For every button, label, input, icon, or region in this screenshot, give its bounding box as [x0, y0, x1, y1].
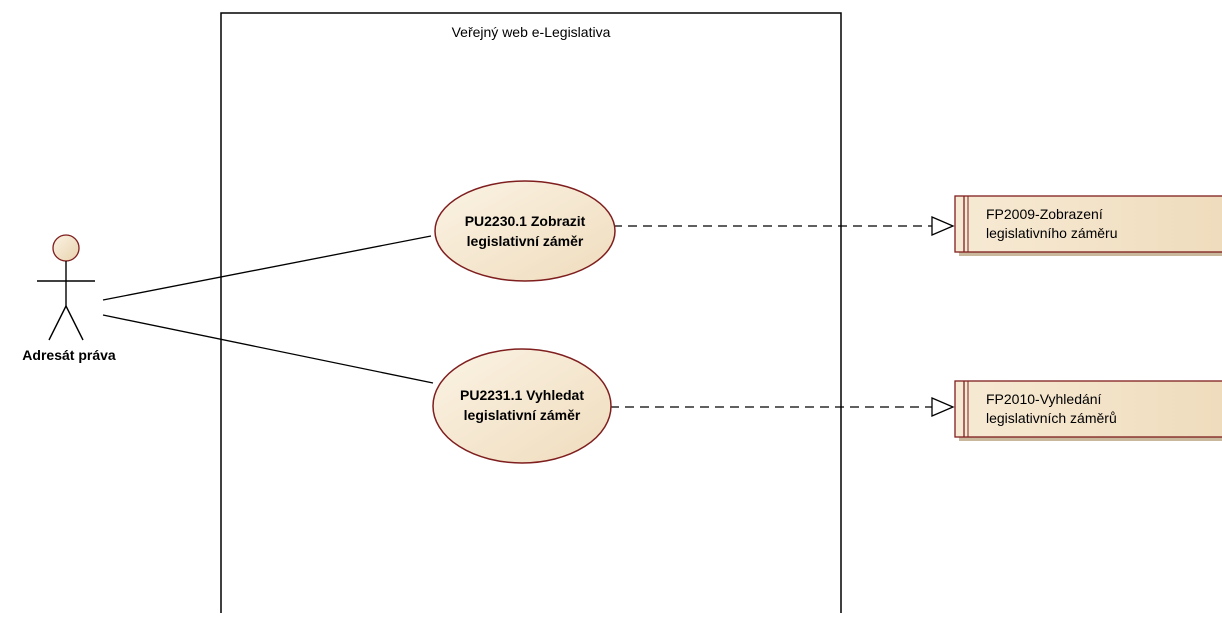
component-label-line2: legislativních záměrů [986, 410, 1117, 426]
system-boundary[interactable]: Veřejný web e-Legislativa [220, 12, 842, 618]
component-label-line2: legislativního záměru [986, 225, 1118, 241]
component-label-line1: FP2009-Zobrazení [986, 206, 1103, 222]
use-case-label-line1: PU2231.1 Vyhledat [460, 387, 584, 403]
actor-right-leg-icon [65, 305, 84, 341]
component-box [954, 380, 1222, 438]
realization-arrow-fp2010[interactable] [610, 397, 955, 417]
realization-arrow-fp2009[interactable] [613, 216, 955, 236]
component-fp2009[interactable]: FP2009-Zobrazení legislativního záměru [954, 195, 1222, 256]
component-label-line1: FP2010-Vyhledání [986, 391, 1102, 407]
use-case-pu2231[interactable]: PU2231.1 Vyhledat legislativní záměr [432, 348, 612, 464]
component-box [954, 195, 1222, 253]
actor-label: Adresát práva [22, 347, 116, 363]
realization-arrowhead-icon [931, 397, 955, 417]
use-case-label-line2: legislativní záměr [467, 233, 584, 249]
use-case-label-line1: PU2230.1 Zobrazit [465, 213, 586, 229]
system-boundary-frame [220, 12, 842, 618]
use-case-label-line2: legislativní záměr [464, 407, 581, 423]
component-fp2010[interactable]: FP2010-Vyhledání legislativních záměrů [954, 380, 1222, 441]
system-boundary-title: Veřejný web e-Legislativa [452, 24, 611, 40]
realization-arrowhead-icon [931, 216, 955, 236]
use-case-pu2230[interactable]: PU2230.1 Zobrazit legislativní záměr [434, 180, 616, 282]
use-case-ellipse [434, 180, 616, 282]
actor-left-leg-icon [48, 305, 67, 341]
association-line-zobrazit[interactable] [102, 235, 432, 301]
actor-head-icon [52, 234, 80, 262]
use-case-ellipse [432, 348, 612, 464]
association-line-vyhledat[interactable] [102, 314, 434, 384]
actor-adresat-prava[interactable]: Adresát práva [22, 234, 116, 363]
